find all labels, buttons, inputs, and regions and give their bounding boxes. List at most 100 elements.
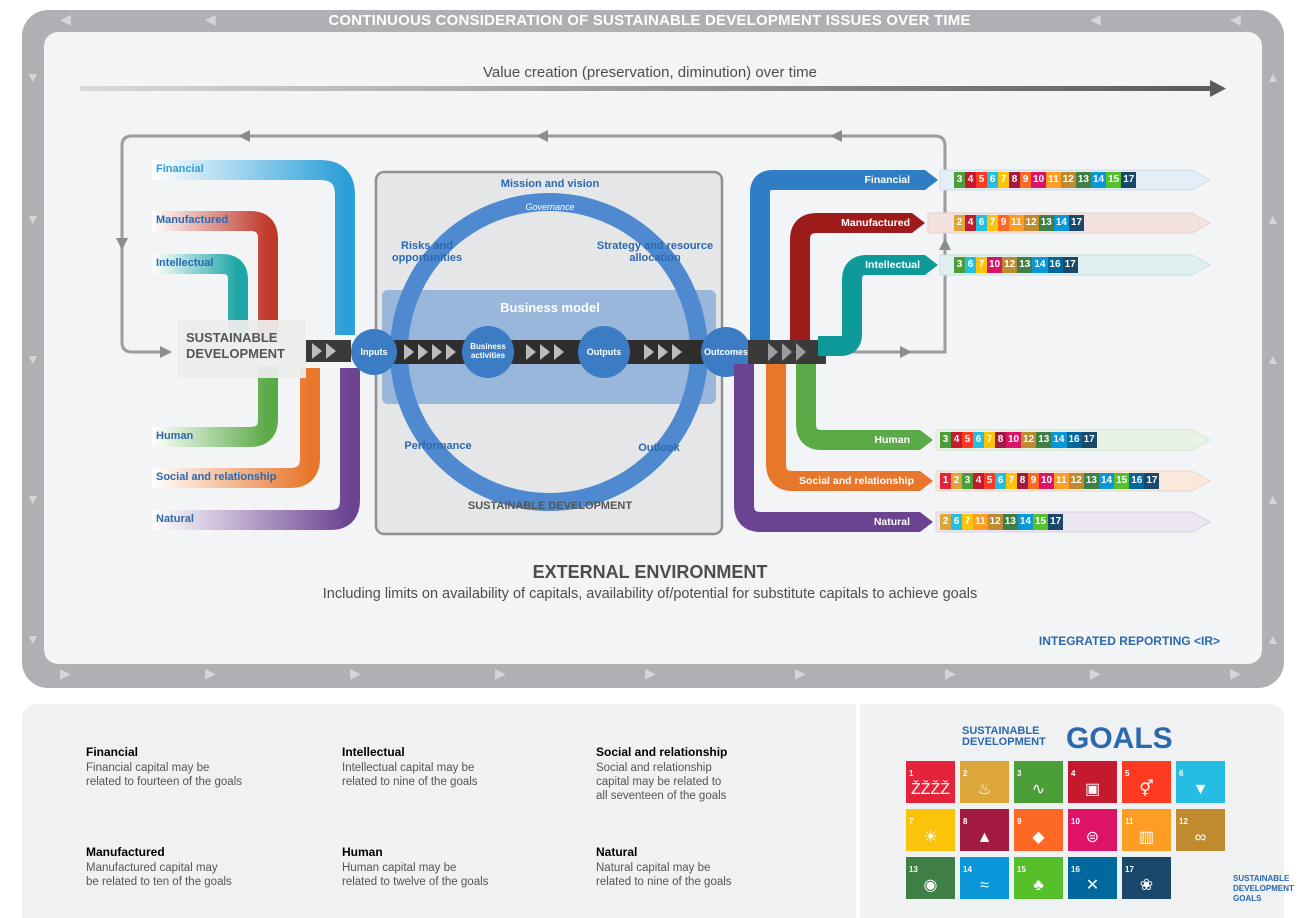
value-creation-label: Value creation (preservation, diminution…: [482, 64, 818, 81]
right-arrow-icon: ▶: [945, 665, 956, 681]
input-label-manufactured: Manufactured: [156, 214, 229, 226]
sdg-tile-9: 9◆: [1014, 809, 1063, 851]
sdg-goal-badge: 7: [1006, 473, 1017, 489]
input-label-social: Social and relationship: [156, 471, 277, 483]
sdg-goal-badge: 16: [1066, 432, 1082, 448]
sdg-goal-badge: 7: [998, 172, 1009, 188]
sdg-goal-badge: 6: [973, 432, 984, 448]
sdg-goal-badge: 14: [1053, 215, 1069, 231]
sdg-tile-number: 4: [1071, 769, 1076, 778]
sdg-goal-badge: 14: [1098, 473, 1115, 489]
sdg-goal-badge: 6: [965, 257, 976, 273]
sdg-tile-number: 2: [963, 769, 968, 778]
sdg-goal-badge: 16: [1129, 473, 1145, 489]
sdg-goal-badge: 8: [1009, 172, 1020, 188]
sdg-tile-number: 7: [909, 817, 914, 826]
right-arrow-icon: ▶: [645, 665, 656, 681]
sdg-goal-badge: 12: [987, 514, 1003, 530]
sdg-goal-badge: 14: [1017, 514, 1033, 530]
input-band-manufactured: [152, 211, 278, 340]
sdg-goal-badge: 12: [1002, 257, 1018, 273]
outlook-label: Outlook: [638, 442, 680, 454]
loop-arrow-icon: [536, 130, 548, 142]
loop-arrow-icon: [900, 346, 912, 358]
outcome-label-human: Human: [874, 434, 910, 446]
value-creation-arrow: [80, 86, 1210, 91]
sdg-goal-badge: 12: [1060, 172, 1076, 188]
risks-label: Risks and opportunities: [391, 240, 463, 264]
growth-icon: ▲: [976, 829, 993, 846]
business-model-label: Business model: [500, 300, 600, 315]
sdg-goal-badge: 7: [984, 432, 995, 448]
strategy-label: Strategy and resource allocation: [596, 240, 714, 264]
up-arrow-icon: ▲: [1266, 491, 1280, 507]
peace-icon: ✕: [1085, 877, 1100, 894]
business-activities-label: Business activities: [470, 342, 506, 360]
right-arrow-icon: ▶: [1230, 665, 1241, 681]
sdg-goal-badge: 10: [987, 257, 1003, 273]
inputs-node-label: Inputs: [360, 347, 388, 357]
equality-icon: ⊜: [1085, 829, 1100, 846]
input-label-intellectual: Intellectual: [156, 257, 214, 269]
right-arrow-icon: ▶: [60, 665, 71, 681]
right-arrow-icon: ▶: [495, 665, 506, 681]
sdg-tile-number: 13: [909, 865, 918, 874]
external-environment-title: EXTERNAL ENVIRONMENT: [532, 562, 768, 582]
sdg-goal-badge: 1: [940, 473, 951, 489]
loop-arrow-icon: [939, 238, 951, 250]
sdg-goal-badge: 17: [1068, 215, 1085, 231]
legend-title-human: Human: [342, 845, 383, 859]
sdg-tile-16: 16✕: [1068, 857, 1117, 899]
sdg-tile-4: 4▣: [1068, 761, 1117, 803]
up-arrow-icon: ▲: [1266, 211, 1280, 227]
down-arrow-icon: ▼: [26, 351, 40, 367]
poverty-icon: ŽŽŽŽ: [910, 781, 951, 798]
left-arrow-icon: ◀: [1090, 11, 1101, 27]
left-arrow-icon: ◀: [205, 11, 216, 27]
circle-sd-label: SUSTAINABLE DEVELOPMENT: [467, 500, 633, 512]
sdg-tile-10: 10⊜: [1068, 809, 1117, 851]
health-icon: ∿: [1031, 781, 1046, 798]
top-banner: CONTINUOUS CONSIDERATION OF SUSTAINABLE …: [328, 12, 971, 29]
sdg-goal-badge: 3: [954, 172, 965, 188]
consumption-icon: ∞: [1194, 829, 1207, 846]
sdg-goal-badge: 6: [951, 514, 962, 530]
value-arrow-head: [1210, 80, 1226, 97]
sdg-tile-12: 12∞: [1176, 809, 1225, 851]
sdg-goal-badge: 11: [1046, 172, 1061, 188]
down-arrow-icon: ▼: [26, 69, 40, 85]
sdg-goal-badge: 13: [1036, 432, 1052, 448]
input-label-human: Human: [156, 430, 194, 442]
loop-arrow-icon: [160, 346, 172, 358]
sdg-tile-13: 13◉: [906, 857, 955, 899]
input-band-natural: [152, 368, 360, 530]
partnership-icon: ❀: [1139, 877, 1154, 894]
sdg-goal-badge: 11: [973, 514, 988, 530]
sdg-goal-badge: 10: [1006, 432, 1022, 448]
sdg-tile-14: 14≈: [960, 857, 1009, 899]
outputs-node: [578, 326, 630, 378]
sdg-panel-title-small: SUSTAINABLE DEVELOPMENT: [962, 725, 1046, 748]
sdg-tile-number: 3: [1017, 769, 1022, 778]
right-arrow-icon: ▶: [795, 665, 806, 681]
outcome-band-social: [766, 364, 920, 491]
sdg-goal-badge: 2: [940, 514, 951, 530]
sdg-goal-badge: 12: [1068, 473, 1084, 489]
left-arrow-icon: ◀: [60, 11, 71, 27]
sdg-goal-badge: 17: [1062, 257, 1078, 273]
sdg-goal-badge: 11: [1054, 473, 1069, 489]
sdg-goal-badge: 4: [965, 215, 976, 231]
governance-label: Governance: [525, 202, 575, 212]
up-arrow-icon: ▲: [1266, 69, 1280, 85]
mission-vision-label: Mission and vision: [500, 178, 600, 190]
sdg-goal-badge: 5: [962, 432, 973, 448]
sdg-goal-badge: 13: [1002, 514, 1018, 530]
sdg-goal-badge: 3: [954, 257, 965, 273]
value-creation-diagram: [80, 80, 1226, 536]
